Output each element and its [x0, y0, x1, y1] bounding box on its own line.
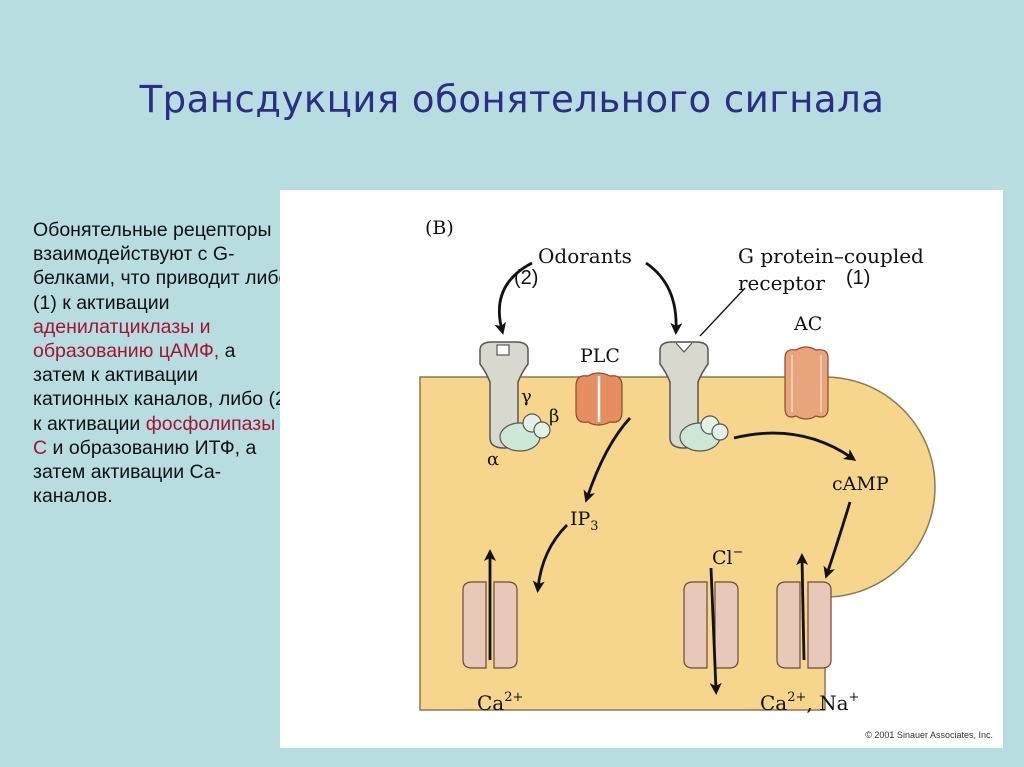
- cell-body: [419, 376, 936, 711]
- na-right-superscript: +: [849, 690, 860, 705]
- g-protein-right: [679, 415, 729, 452]
- ca-left-text: Ca: [477, 691, 504, 715]
- ca-right-superscript: 2+: [787, 690, 806, 705]
- body-text: Обонятельные рецепторы взаимодействуют с…: [33, 218, 293, 508]
- arrow-ip3-channel: [532, 524, 568, 593]
- camp-label: cAMP: [832, 473, 889, 495]
- panel-label: (B): [425, 217, 454, 239]
- arrow-cation-in: [796, 553, 809, 661]
- plc-label: PLC: [580, 345, 620, 367]
- alpha-label: α: [487, 449, 499, 470]
- plc-enzyme: [575, 372, 623, 426]
- ac-enzyme: [784, 346, 829, 420]
- na-right-text: , Na: [806, 691, 848, 715]
- marker-2: (2): [514, 267, 538, 289]
- slide-title: Трансдукция обонятельного сигнала: [139, 78, 885, 121]
- body-text-phospholipase: фосфолипазы С: [33, 412, 276, 459]
- g-protein-left: [499, 413, 551, 452]
- arrow-odorant-left: [494, 261, 533, 335]
- ac-label: AC: [793, 313, 822, 335]
- body-text-adenylate-cyclase: аденилатциклазы и образованию цАМФ,: [33, 315, 220, 363]
- ip3-subscript: 3: [590, 519, 598, 534]
- odorants-label: Odorants: [538, 244, 632, 268]
- ca-right-text: Ca: [760, 691, 787, 715]
- arrow-odorant-right: [645, 261, 683, 335]
- marker-1: (1): [846, 267, 870, 289]
- ip3-text: IP: [570, 508, 591, 530]
- cl-superscript: −: [733, 545, 744, 560]
- channel-cl: [683, 581, 739, 669]
- gpcr-label-line2: receptor: [738, 271, 825, 295]
- ca-left-superscript: 2+: [504, 690, 523, 705]
- receptor-2: [479, 341, 529, 449]
- ca-na-label: Ca2+, Na+: [760, 690, 859, 715]
- ip3-label: IP3: [570, 508, 599, 534]
- arrow-g-camp: [733, 431, 857, 461]
- diagram-svg: (B) Odorants G protein–coupled receptor …: [419, 217, 993, 740]
- cl-label: Cl−: [712, 545, 744, 569]
- cl-text: Cl: [712, 547, 733, 569]
- copyright-label: © 2001 Sinauer Associates, Inc.: [865, 730, 993, 740]
- body-text-part-1: Обонятельные рецепторы взаимодействуют с…: [33, 219, 290, 314]
- channel-ca-left: [462, 581, 518, 669]
- body-text-part-3: и образованию ИТФ, а затем активации Са-…: [33, 436, 257, 508]
- arrow-cl-out: [709, 567, 722, 695]
- gpcr-label-line1: G protein–coupled: [738, 244, 924, 268]
- beta-label: β: [549, 406, 559, 427]
- body-text-part-2: а затем к активации катионных каналов, л…: [33, 340, 293, 435]
- figure-panel: (B) Odorants G protein–coupled receptor …: [280, 190, 1003, 748]
- receptor-1: [659, 341, 709, 449]
- gpcr-pointer-line: [699, 287, 746, 337]
- ca-left-label: Ca2+: [477, 690, 523, 715]
- arrow-camp-channel: [823, 501, 852, 579]
- channel-ca-na: [776, 581, 832, 669]
- arrow-plc-ip3: [583, 417, 632, 503]
- gamma-label: γ: [521, 386, 532, 407]
